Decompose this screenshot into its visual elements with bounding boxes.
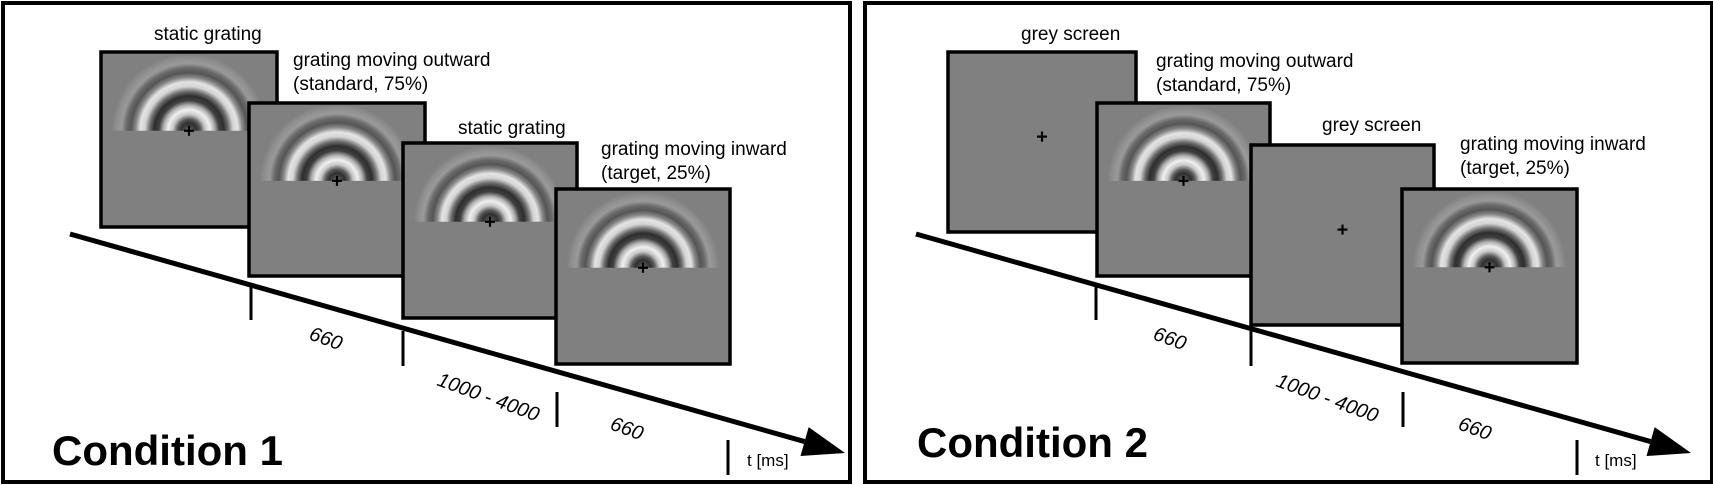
stimulus-screen-4 [554,187,732,366]
screen-label: (standard, 75%) [1156,75,1291,96]
condition-title: Condition 1 [52,427,283,474]
grating-rings [566,192,720,268]
condition-title: Condition 2 [917,419,1148,466]
grating-rings [413,146,567,222]
fixation-cross [1178,175,1189,186]
time-axis-arrowhead [1646,427,1691,457]
fixation-cross [332,175,342,186]
stimulus-screen-2 [1095,101,1272,278]
screen-label: grating moving inward [601,139,787,160]
grating-rings [1107,106,1260,181]
screen-label: grating moving inward [1460,134,1646,155]
condition-panel-1: static grating grating moving outward (sta… [1,1,852,484]
time-axis-arrowhead [800,427,845,457]
screen-label: grey screen [1322,115,1421,136]
screen-label: (standard, 75%) [293,74,428,95]
fixation-cross [184,125,194,136]
screen-label: grating moving outward [1156,51,1354,72]
time-axis-line [915,231,1652,444]
time-axis-line [69,231,806,444]
stimulus-screen-3 [401,141,579,320]
grating-rings [1412,192,1567,268]
screen-label: static grating [458,118,566,139]
condition-panel-2: grey screen grating moving outward (standa… [863,1,1713,484]
axis-label: t [ms] [747,451,789,470]
stimulus-screen-4 [1400,187,1579,365]
fixation-cross [1337,224,1348,235]
screen-label: grey screen [1021,24,1120,45]
fixation-cross [1037,131,1047,142]
screen-label: static grating [154,24,262,45]
grating-rings [111,55,267,131]
grating-rings [259,106,415,181]
fixation-cross [638,262,648,273]
fixation-cross [485,216,495,227]
axis-label: t [ms] [1595,451,1637,470]
screen-label: (target, 25%) [601,163,711,184]
stimulus-screen-2 [247,101,427,278]
screen-label: grating moving outward [293,50,491,71]
screen-label: (target, 25%) [1460,158,1570,179]
fixation-cross [1484,262,1495,273]
